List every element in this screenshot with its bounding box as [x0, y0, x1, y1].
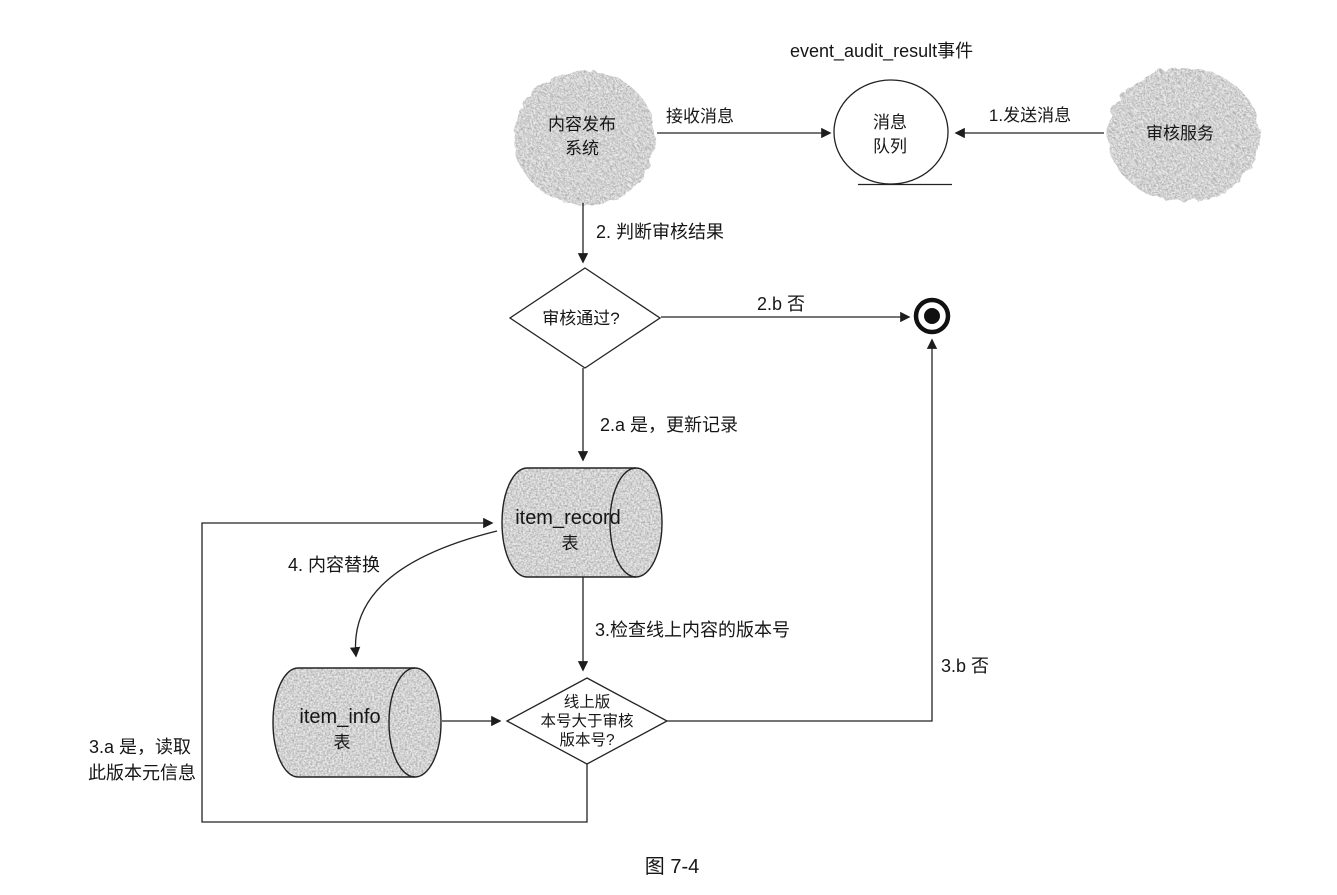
end-node-inner-dot	[924, 308, 940, 324]
content-replace-label: 4. 内容替换	[288, 555, 380, 575]
content-replace-arrow	[349, 530, 498, 658]
item-record-texture	[502, 468, 636, 577]
item-record-label-line1: item_record	[515, 507, 621, 529]
branch-3b-label: 3.b 否	[941, 656, 989, 676]
item-record-cap-rim	[609, 467, 663, 578]
publisher-label-line1: 内容发布	[548, 115, 616, 134]
branch-3a-label-line1: 3.a 是，读取	[89, 737, 191, 757]
item-info-label-line2: 表	[334, 733, 351, 752]
version-decision-diamond	[505, 677, 669, 765]
audit-service-label: 审核服务	[1146, 124, 1214, 143]
figure-caption: 图 7-4	[645, 856, 699, 878]
audit-service-node-texture	[1106, 66, 1258, 200]
send-message-label: 1.发送消息	[989, 106, 1071, 125]
event-name-label: event_audit_result事件	[790, 41, 973, 62]
audit-decision-label: 审核通过?	[542, 309, 619, 328]
branch-3a-label-line2: 此版本元信息	[88, 763, 196, 783]
item-info-cylinder	[272, 667, 442, 778]
audit-decision-diamond	[508, 267, 662, 369]
item-info-texture	[273, 668, 415, 777]
version-decision-label-line2: 本号大于审核	[540, 712, 633, 730]
queue-label-line2: 队列	[873, 137, 907, 156]
publisher-node	[512, 69, 654, 203]
item-record-label-line2: 表	[562, 534, 579, 553]
check-version-label: 3.检查线上内容的版本号	[595, 620, 790, 640]
branch-2a-label: 2.a 是，更新记录	[600, 415, 738, 435]
publisher-node-texture	[512, 69, 654, 203]
item-record-cap-texture	[610, 468, 662, 577]
item-info-outline	[272, 667, 415, 778]
branch-2b-label: 2.b 否	[757, 294, 805, 314]
item-record-cylinder	[501, 467, 663, 578]
queue-label-line1: 消息	[873, 113, 907, 132]
version-decision-label-line3: 版本号?	[559, 731, 615, 749]
version-decision-label-line1: 线上版	[564, 693, 611, 711]
publisher-label-line2: 系统	[565, 139, 599, 158]
receive-message-label: 接收消息	[666, 107, 734, 126]
item-info-cap-texture	[389, 668, 441, 777]
branch-3a-loop-arrow	[201, 517, 588, 823]
branch-3b-arrow	[667, 338, 938, 722]
audit-service-node	[1106, 66, 1258, 200]
item-info-cap-rim	[388, 667, 442, 778]
judge-result-label: 2. 判断审核结果	[596, 222, 724, 242]
item-record-outline	[501, 467, 636, 578]
item-info-label-line1: item_info	[299, 706, 380, 728]
message-queue-circle	[833, 79, 949, 185]
